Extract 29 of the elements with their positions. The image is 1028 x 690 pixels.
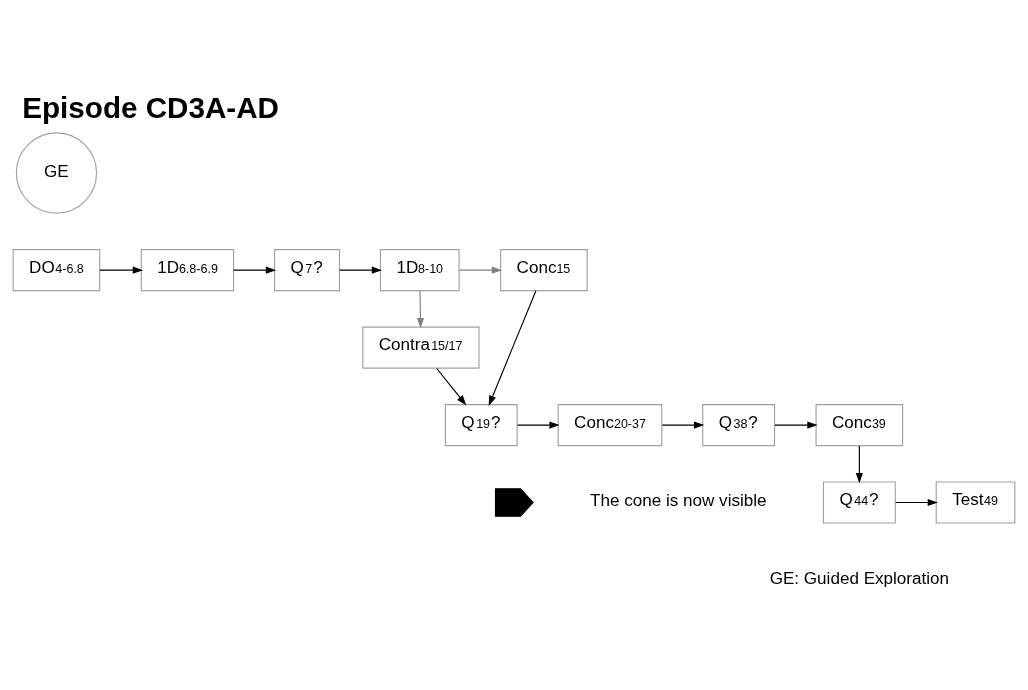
node-box: Conc39 [815,403,904,446]
diagram-title: Episode CD3A-AD [22,90,279,124]
node-box: Test49 [935,480,1016,524]
node-box: 1D6.8-6.9 [140,248,235,291]
arrow [458,266,503,274]
arrow [855,444,863,483]
arrow [233,266,277,274]
node-chevron [494,487,534,517]
arrow [774,420,818,429]
node-box: Conc15 [500,248,588,291]
arrow [339,266,383,274]
arrow [99,266,143,274]
arrow [416,290,425,328]
label: The cone is now visible [590,490,767,510]
node-box: Conc20-37 [557,403,663,446]
arrow [436,367,467,405]
arrow [661,420,705,429]
node-box: Contra15/17 [362,326,480,369]
node-box: Q38? [702,403,776,446]
node-box: Q44? [822,480,896,524]
node-box: 1D8-10 [379,248,460,291]
node-box: DO4-6.8 [12,248,101,291]
arrow [895,498,938,506]
node-box: Q19? [444,403,518,446]
arrow [516,420,560,429]
arrow [488,289,537,406]
node-circle: GE [15,131,98,214]
label: GE: Guided Exploration [769,568,950,588]
node-box: Q7? [274,248,341,291]
